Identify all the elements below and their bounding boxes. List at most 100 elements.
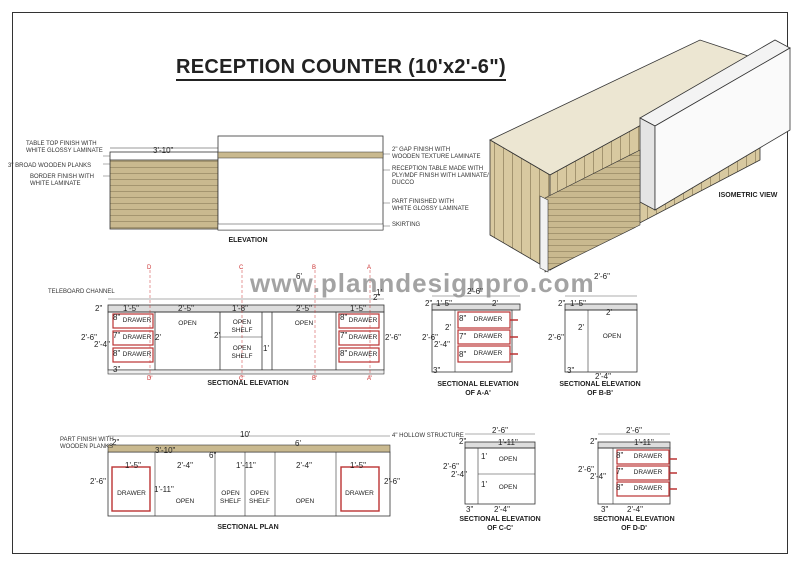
sectional-elevation xyxy=(107,270,385,380)
drawing-border xyxy=(12,12,788,554)
drawer-right-2: DRAWER xyxy=(348,334,378,341)
dd-inner-width: 1'-11" xyxy=(634,438,654,447)
plan-open-shelf-2: OPEN SHELF xyxy=(249,490,270,505)
note-reception-table: RECEPTION TABLE MADE WITH PLY/MDF FINISH… xyxy=(392,166,489,186)
dim-drawer1-h-left: 8" xyxy=(113,313,121,322)
drawer-left-1: DRAWER xyxy=(122,317,152,324)
section-dd-drawing xyxy=(597,433,677,505)
aa-skirting: 3" xyxy=(433,366,441,375)
section-marker-c-prime: C' xyxy=(239,376,245,382)
dim-shelf-width: 1'-8" xyxy=(232,304,248,313)
dim-drawer2-h-right: 7" xyxy=(340,331,348,340)
bb-total-height: 2'-6" xyxy=(548,333,564,342)
aa-inner-2ft: 2' xyxy=(445,323,451,332)
plan-open-right-w: 2'-4" xyxy=(296,461,312,470)
dim-6ft: 6' xyxy=(296,272,302,281)
plan-inner-depth: 1'-11" xyxy=(154,485,174,494)
dim-drawer-width-right: 1'-5" xyxy=(350,304,366,313)
bb-open: OPEN xyxy=(602,333,622,340)
section-marker-a: A xyxy=(367,265,372,271)
watermark: www.planndesignpro.com xyxy=(250,268,595,298)
dim-2in-right: 2" xyxy=(373,293,381,302)
note-teleboard-channel: TELEBOARD CHANNEL xyxy=(48,289,115,295)
aa-total-height: 2'-6" xyxy=(422,333,438,342)
cc-width-dim: 2'-6" xyxy=(492,426,508,435)
dim-1ft: 1' xyxy=(376,288,382,297)
dd-drawer-3: DRAWER xyxy=(633,485,663,492)
plan-open-left-w: 2'-4" xyxy=(177,461,193,470)
cc-total-height: 2'-6" xyxy=(443,462,459,471)
aa-drawer-3: DRAWER xyxy=(473,350,503,357)
dd-drawer3-h: 8" xyxy=(616,483,624,492)
note-plan-planks: PART FINISH WITH WOODEN PLANKS xyxy=(60,437,114,450)
note-gap-finish: 2" GAP FINISH WITH WOODEN TEXTURE LAMINA… xyxy=(392,147,481,160)
plan-drawer-left-w: 1'-5" xyxy=(125,461,141,470)
cc-open-1: OPEN xyxy=(498,456,518,463)
bb-width-dim: 2'-6" xyxy=(594,272,610,281)
bb-top-2ft: 2' xyxy=(606,308,612,317)
dim-total-height-left: 2'-6" xyxy=(81,333,97,342)
dd-inner-height: 2'-4" xyxy=(590,472,606,481)
sectional-plan xyxy=(107,435,391,517)
plan-depth-left: 2'-6" xyxy=(90,477,106,486)
dim-inner-height-left: 2'-4" xyxy=(94,340,110,349)
plan-open-shelf-1: OPEN SHELF xyxy=(220,490,241,505)
section-marker-b-prime: B' xyxy=(312,376,318,382)
dd-drawer-2: DRAWER xyxy=(633,469,663,476)
dim-drawer3-h-right: 8" xyxy=(340,349,348,358)
elevation-view xyxy=(103,135,390,231)
dd-drawer1-h: 8" xyxy=(616,451,624,460)
note-part-finished: PART FINISHED WITH WHITE GLOSSY LAMINATE xyxy=(392,199,469,212)
section-aa-drawing xyxy=(431,295,521,373)
note-border-finish: BORDER FINISH WITH WHITE LAMINATE xyxy=(30,174,94,187)
aa-drawer-width: 1'-5" xyxy=(436,299,452,308)
aa-caption: SECTIONAL ELEVATION OF A-A' xyxy=(437,381,519,397)
dim-total-height-right: 2'-6" xyxy=(385,333,401,342)
isometric-view xyxy=(489,39,791,273)
bb-inner-2ft: 2' xyxy=(578,323,584,332)
plan-2in: 2" xyxy=(112,438,120,447)
aa-top-dim: 2" xyxy=(425,299,433,308)
dim-drawer1-h-right: 8" xyxy=(340,313,348,322)
dim-1ft-shelf: 1' xyxy=(263,344,269,353)
cc-inner-width: 1'-11" xyxy=(498,438,518,447)
dd-width-dim: 2'-6" xyxy=(626,426,642,435)
open-shelf-upper: OPEN SHELF xyxy=(231,319,253,334)
dim-drawer3-h-left: 8" xyxy=(113,349,121,358)
sectional-elevation-caption: SECTIONAL ELEVATION xyxy=(207,380,289,387)
dd-skirting: 3" xyxy=(601,505,609,514)
dim-drawer2-h-left: 7" xyxy=(113,331,121,340)
section-marker-d: D xyxy=(147,265,152,271)
note-wooden-planks: 3" BROAD WOODEN PLANKS xyxy=(8,163,92,169)
cc-caption: SECTIONAL ELEVATION OF C-C' xyxy=(459,516,541,532)
dd-bottom-width: 2'-4" xyxy=(627,505,643,514)
isometric-caption: ISOMETRIC VIEW xyxy=(718,192,778,199)
sectional-plan-caption: SECTIONAL PLAN xyxy=(217,524,279,531)
dim-2in: 2" xyxy=(95,304,103,313)
elevation-width-dim: 3'-10" xyxy=(153,146,174,155)
note-table-top: TABLE TOP FINISH WITH WHITE GLOSSY LAMIN… xyxy=(26,141,103,154)
section-bb-drawing xyxy=(564,295,638,373)
section-marker-a-prime: A' xyxy=(367,376,373,382)
bb-skirting: 3" xyxy=(567,366,575,375)
open-shelf-lower: OPEN SHELF xyxy=(231,345,253,360)
drawer-left-2: DRAWER xyxy=(122,334,152,341)
drawer-right-3: DRAWER xyxy=(348,351,378,358)
elevation-caption: ELEVATION xyxy=(228,237,268,244)
section-marker-d-prime: D' xyxy=(147,376,153,382)
dd-top-dim: 2" xyxy=(590,437,598,446)
plan-6ft: 6' xyxy=(295,439,301,448)
plan-depth-right: 2'-6" xyxy=(384,477,400,486)
bb-top-dim: 2" xyxy=(558,299,566,308)
cc-bottom-width: 2'-4" xyxy=(494,505,510,514)
drawer-left-3: DRAWER xyxy=(122,351,152,358)
bb-bottom-width: 2'-4" xyxy=(595,372,611,381)
cc-shelf-1-h: 1' xyxy=(481,452,487,461)
section-marker-c: C xyxy=(239,265,244,271)
section-cc-drawing xyxy=(464,433,536,505)
plan-shelf-w: 1'-11" xyxy=(236,461,256,470)
aa-inner-height: 2'-4" xyxy=(434,340,450,349)
dim-drawer-width-left: 1'-5" xyxy=(123,304,139,313)
dim-open-left: 2'-5" xyxy=(178,304,194,313)
plan-drawer-right: DRAWER xyxy=(345,490,374,497)
